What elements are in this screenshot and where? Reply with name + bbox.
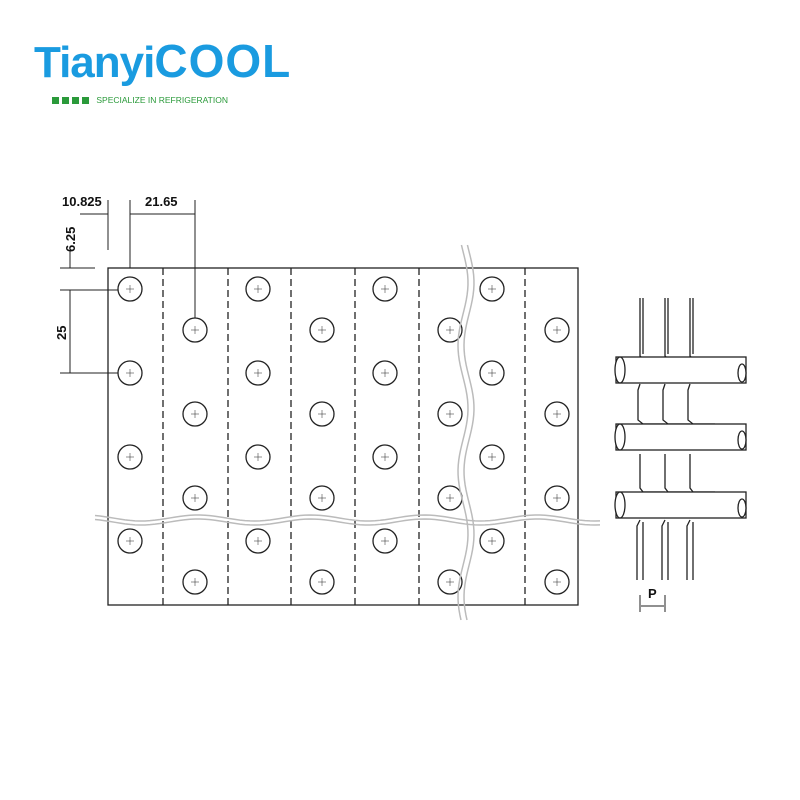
tube [615,356,747,384]
tube-hole [309,485,335,511]
tube-hole [309,401,335,427]
tube-hole [437,401,463,427]
break-line [94,514,601,522]
tube-hole [309,317,335,343]
tube-hole [479,276,505,302]
break-line [457,244,469,621]
tube-hole [117,528,143,554]
tube-hole [182,569,208,595]
tube-hole [437,569,463,595]
tube-hole [372,528,398,554]
dim-half-pitch: 10.825 [62,194,102,209]
tube-hole [437,317,463,343]
dim-edge-offset: 6.25 [63,227,78,252]
tube-hole [245,276,271,302]
tube-hole [117,276,143,302]
tube-hole [309,569,335,595]
tube-hole [245,528,271,554]
dimension-lines [60,200,196,374]
fin-plate-outline [107,267,579,606]
tube-hole [182,485,208,511]
tube-hole [372,360,398,386]
tube-hole [372,276,398,302]
tube-hole [245,360,271,386]
tube-hole [479,360,505,386]
tube-hole [544,317,570,343]
tube-hole [182,401,208,427]
dim-row-pitch: 21.65 [145,194,178,209]
dim-fin-pitch: P [648,586,657,601]
tube-hole [479,444,505,470]
logo: TianyiCOOL [34,35,292,87]
tube-hole [544,401,570,427]
tube-hole [544,485,570,511]
tube-hole [479,528,505,554]
tube-hole [245,444,271,470]
tube-hole [544,569,570,595]
dim-tube-pitch: 25 [54,326,69,340]
tube [615,491,747,519]
tagline: SPECIALIZE IN REFRIGERATION [52,95,228,105]
tube-hole [372,444,398,470]
tube-hole [117,444,143,470]
tube [615,423,747,451]
fin-side-view [614,298,747,580]
